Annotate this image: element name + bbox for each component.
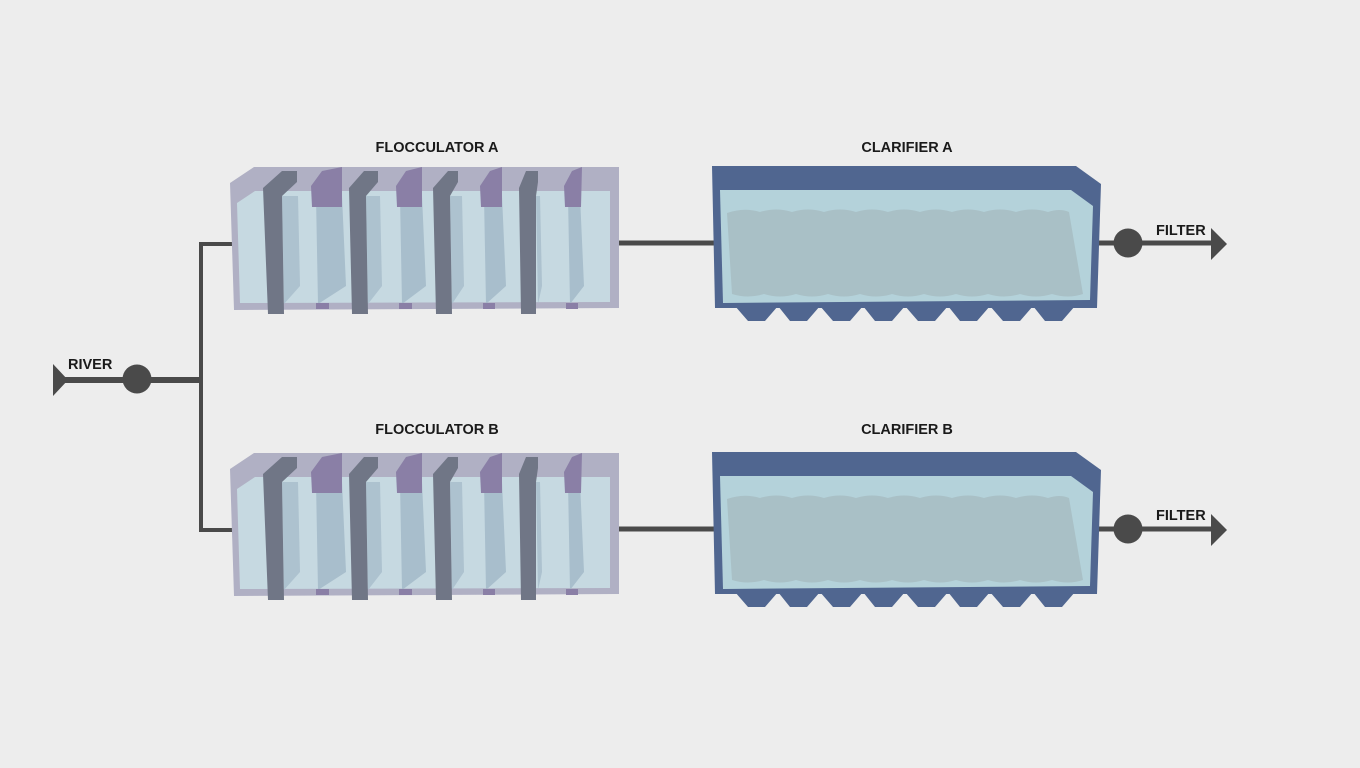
clarifier-b-sludge-hoppers (735, 592, 1075, 607)
filter-a-label: FILTER (1156, 223, 1206, 239)
clarifier-b-label: CLARIFIER B (861, 422, 953, 438)
flocculator-a-baffle-cap-3 (480, 167, 502, 207)
filter-a-arrow-icon (1211, 228, 1227, 260)
flocculator-a (230, 167, 619, 314)
clarifier-a-sludge (727, 209, 1083, 297)
flocculator-a-baffle-1 (263, 171, 297, 314)
flocculator-b-baffle-4 (519, 457, 538, 600)
flocculator-b-label: FLOCCULATOR B (375, 422, 499, 438)
flocculator-b-baffle-1 (263, 457, 297, 600)
clarifier-b-outlet-valve-icon[interactable] (1113, 514, 1143, 544)
filter-b-label: FILTER (1156, 508, 1206, 524)
clarifier-a-sludge-hoppers (735, 306, 1075, 321)
clarifier-a-outlet-valve-icon[interactable] (1113, 228, 1143, 258)
flocculator-a-label: FLOCCULATOR A (376, 140, 499, 156)
clarifier-a (712, 166, 1101, 321)
filter-b-arrow-icon (1211, 514, 1227, 546)
river-label: RIVER (68, 357, 113, 373)
flocculator-a-baffle-cap-2 (396, 167, 422, 207)
flocculator-b-baffle-cap-2 (396, 453, 422, 493)
river-valve-icon[interactable] (122, 364, 152, 394)
flocculator-b (230, 453, 619, 600)
flocculator-a-baffle-3 (433, 171, 458, 314)
flocculator-a-baffle-4 (519, 171, 538, 314)
flocculator-b-baffle-cap-4 (564, 453, 582, 493)
clarifier-b (712, 452, 1101, 607)
flocculator-a-baffle-cap-1 (311, 167, 342, 207)
clarifier-a-label: CLARIFIER A (861, 140, 953, 156)
flocculator-a-baffle-cap-4 (564, 167, 582, 207)
flocculator-b-baffle-3 (433, 457, 458, 600)
clarifier-b-sludge (727, 495, 1083, 583)
river-source-arrow-icon (53, 364, 68, 396)
flocculator-b-baffle-cap-1 (311, 453, 342, 493)
flocculator-b-baffle-cap-3 (480, 453, 502, 493)
flocculator-a-baffle-2 (349, 171, 378, 314)
flocculator-b-baffle-2 (349, 457, 378, 600)
